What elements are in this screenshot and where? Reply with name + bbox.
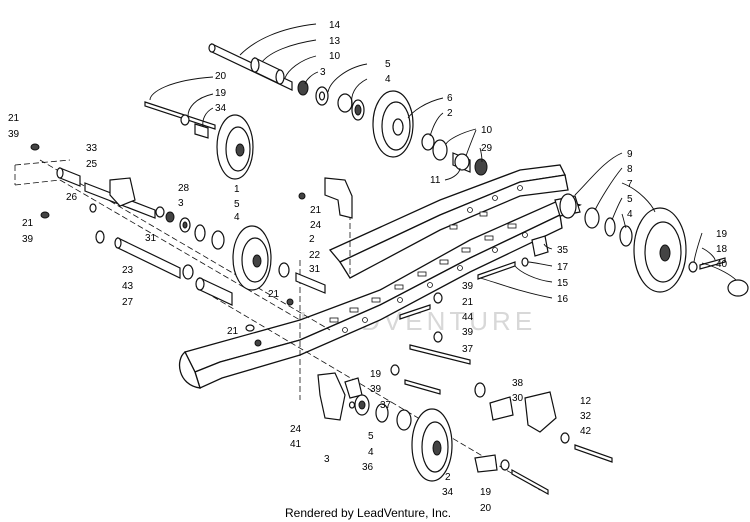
callout-20: 20: [480, 503, 492, 514]
callout-37: 37: [462, 344, 474, 355]
callout-14: 14: [329, 20, 341, 31]
callout-36: 36: [362, 462, 374, 473]
callout-15: 15: [557, 278, 569, 289]
callout-21: 21: [462, 297, 474, 308]
front-arm-assembly: [56, 167, 175, 223]
callout-26: 26: [66, 192, 78, 203]
callout-4: 4: [385, 74, 391, 85]
callout-25: 25: [86, 159, 98, 170]
callout-3: 3: [178, 198, 184, 209]
callout-29: 29: [481, 143, 493, 154]
rear-wheel-assembly: [477, 193, 749, 297]
callout-11: 11: [430, 175, 441, 186]
callout-labels: 14 13 10 3 5 4 20 19 34 6 2 10 29 11 21 …: [8, 20, 728, 514]
bottom-rear-assembly: [317, 364, 613, 496]
cross-shafts: [95, 230, 233, 306]
callout-38: 38: [512, 378, 524, 389]
callout-32: 32: [580, 411, 592, 422]
callout-13: 13: [329, 36, 341, 47]
callout-34: 34: [215, 103, 227, 114]
callout-24: 24: [310, 220, 322, 231]
footer-credit: Rendered by LeadVenture, Inc.: [285, 506, 451, 520]
leader-lines: [149, 23, 737, 299]
callout-18: 18: [716, 244, 728, 255]
callout-5: 5: [385, 59, 391, 70]
callout-4: 4: [368, 447, 374, 458]
callout-37: 37: [380, 400, 392, 411]
callout-30: 30: [512, 393, 524, 404]
left-lower-wheel: [179, 217, 326, 294]
callout-41: 41: [290, 439, 302, 450]
rail-front-tip: [14, 159, 71, 186]
callout-9: 9: [627, 149, 633, 160]
callout-42: 42: [580, 426, 592, 437]
callout-43: 43: [122, 281, 134, 292]
callout-5: 5: [368, 431, 374, 442]
callout-39: 39: [462, 327, 474, 338]
callout-24: 24: [290, 424, 302, 435]
callout-23: 23: [122, 265, 134, 276]
callout-17: 17: [557, 262, 569, 273]
callout-28: 28: [178, 183, 190, 194]
callout-22: 22: [309, 250, 321, 261]
callout-35: 35: [557, 245, 569, 256]
main-rail: [178, 199, 582, 389]
callout-19: 19: [480, 487, 492, 498]
callout-6: 6: [447, 93, 453, 104]
callout-4: 4: [234, 212, 240, 223]
callout-39: 39: [462, 281, 474, 292]
callout-3: 3: [324, 454, 330, 465]
callout-19: 19: [215, 88, 227, 99]
callout-34: 34: [442, 487, 454, 498]
callout-3: 3: [320, 67, 326, 78]
top-idler-shaft: [208, 43, 329, 106]
callout-1: 1: [234, 184, 240, 195]
callout-5: 5: [627, 194, 633, 205]
callout-44: 44: [462, 312, 474, 323]
callout-2: 2: [445, 472, 451, 483]
callout-31: 31: [145, 233, 157, 244]
callout-21: 21: [8, 113, 20, 124]
rail-holes: [329, 223, 528, 333]
callout-5: 5: [234, 199, 240, 210]
callout-4: 4: [627, 209, 633, 220]
callout-39: 39: [370, 384, 382, 395]
left-upper-wheel: [144, 101, 254, 180]
callout-39: 39: [22, 234, 34, 245]
callout-7: 7: [627, 179, 633, 190]
callout-21: 21: [310, 205, 322, 216]
top-idler-wheel: [337, 90, 488, 176]
callout-33: 33: [86, 143, 98, 154]
callout-16: 16: [557, 294, 569, 305]
rail-hardware: [30, 143, 471, 365]
callout-10: 10: [329, 51, 341, 62]
callout-12: 12: [580, 396, 592, 407]
callout-19: 19: [716, 229, 728, 240]
callout-10: 10: [481, 125, 493, 136]
callout-2: 2: [309, 234, 315, 245]
callout-21: 21: [227, 326, 239, 337]
callout-31: 31: [309, 264, 321, 275]
top-bracket: [324, 177, 353, 219]
callout-21: 21: [268, 289, 280, 300]
callout-40: 40: [716, 259, 728, 270]
callout-19: 19: [370, 369, 382, 380]
callout-21: 21: [22, 218, 34, 229]
callout-2: 2: [447, 108, 453, 119]
callout-39: 39: [8, 129, 20, 140]
callout-27: 27: [122, 297, 134, 308]
upper-rail: [328, 164, 569, 279]
callout-8: 8: [627, 164, 633, 175]
callout-20: 20: [215, 71, 227, 82]
